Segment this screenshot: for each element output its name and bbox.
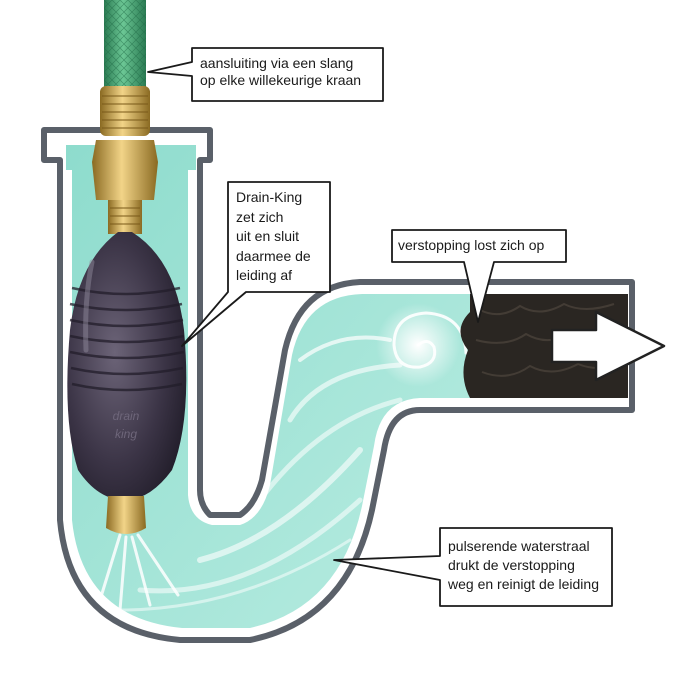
device-logo-line-2: king: [115, 427, 137, 441]
callout-jet: pulserende waterstraal drukt de verstopp…: [448, 537, 599, 594]
callout-jet-line-2: drukt de verstopping: [448, 557, 575, 573]
blockage: [460, 294, 628, 398]
callout-drain-king-line-4: daarmee de: [236, 247, 311, 264]
drain-king-bladder: drain king: [67, 232, 187, 500]
callout-drain-king-line-2: zet zich: [236, 208, 284, 225]
device-logo-line-1: drain: [113, 409, 140, 423]
water-jet: [98, 533, 180, 612]
callout-blockage-line-1: verstopping lost zich op: [398, 237, 545, 253]
callout-shapes: [147, 47, 613, 607]
callout-jet-line-3: weg en reinigt de leiding: [448, 576, 599, 592]
callout-drain-king-line-3: uit en sluit: [236, 228, 300, 244]
callout-hose: aansluiting via een slang op elke willek…: [200, 55, 361, 89]
callout-drain-king-line-1: Drain-King: [236, 189, 303, 205]
callout-drain-king-line-5: leiding af: [236, 267, 293, 283]
callout-hose-line-1: aansluiting via een slang: [200, 55, 354, 71]
callout-blockage: verstopping lost zich op: [398, 237, 544, 254]
callout-drain-king: Drain-King zet zich uit en sluit daarmee…: [236, 188, 311, 286]
callout-jet-line-1: pulserende waterstraal: [448, 538, 590, 554]
jet-nozzle: [106, 496, 146, 534]
water: [66, 145, 470, 628]
hose-fitting: [92, 86, 158, 234]
water-swirl: [118, 303, 468, 612]
pipe-wall: [41, 127, 635, 643]
garden-hose: [104, 0, 146, 88]
flow-arrow: [550, 310, 666, 382]
callout-hose-line-2: op elke willekeurige kraan: [200, 72, 362, 88]
